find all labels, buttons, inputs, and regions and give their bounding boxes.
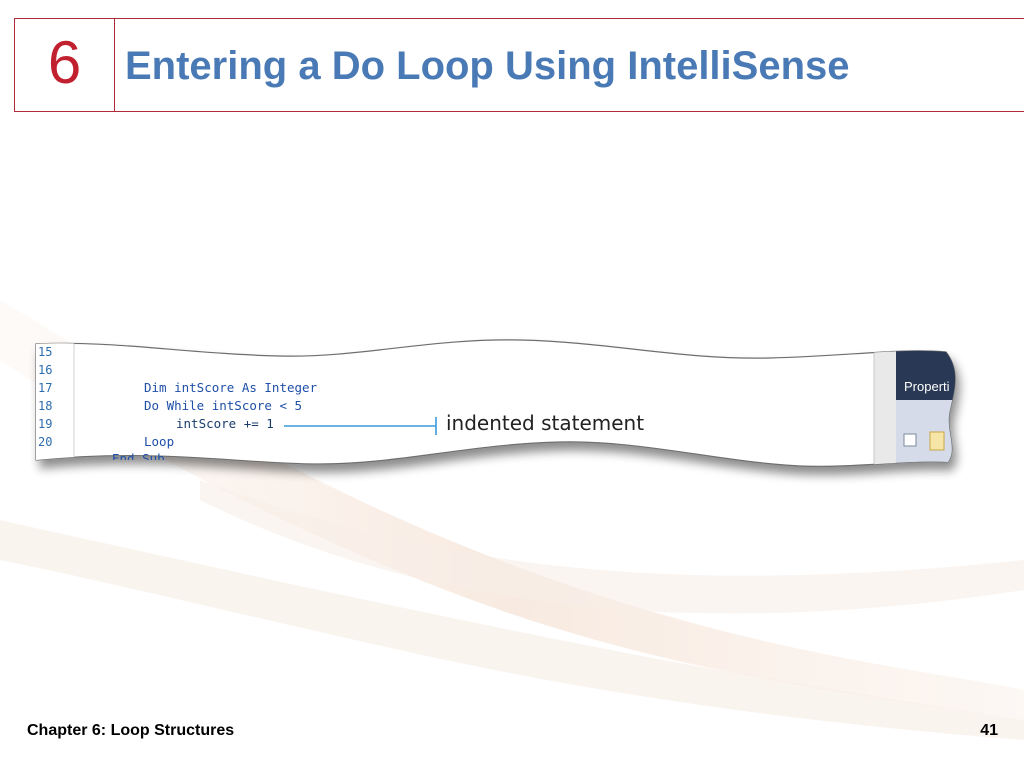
page-number: 41	[980, 722, 998, 739]
footer-chapter-title: Chapter 6: Loop Structures	[27, 722, 235, 739]
line-number: 18	[38, 399, 53, 413]
title-rule-bottom	[115, 111, 1024, 112]
callout-label: indented statement	[446, 411, 645, 435]
code-line-do-while: Do While intScore < 5	[144, 398, 303, 413]
properties-tab: Properti	[904, 379, 950, 394]
chapter-number: 6	[47, 29, 82, 96]
code-line-dim: Dim intScore As Integer	[144, 380, 318, 395]
chapter-number-box: 6	[14, 18, 115, 112]
line-number: 20	[38, 435, 53, 449]
code-line-end-sub: End Sub	[112, 451, 165, 460]
line-number: 19	[38, 417, 53, 431]
line-number: 17	[38, 381, 53, 395]
title-rule-top	[14, 18, 1024, 19]
code-line-increment: intScore += 1	[176, 416, 274, 431]
line-number: 16	[38, 363, 53, 377]
slide-title: Entering a Do Loop Using IntelliSense	[125, 44, 850, 88]
torn-edge-frame	[35, 339, 956, 467]
code-line-loop: Loop	[144, 434, 175, 449]
code-figure: 15 16 17 18 19 20 Dim intScore As Intege…	[0, 300, 1024, 500]
line-number: 15	[38, 345, 53, 359]
